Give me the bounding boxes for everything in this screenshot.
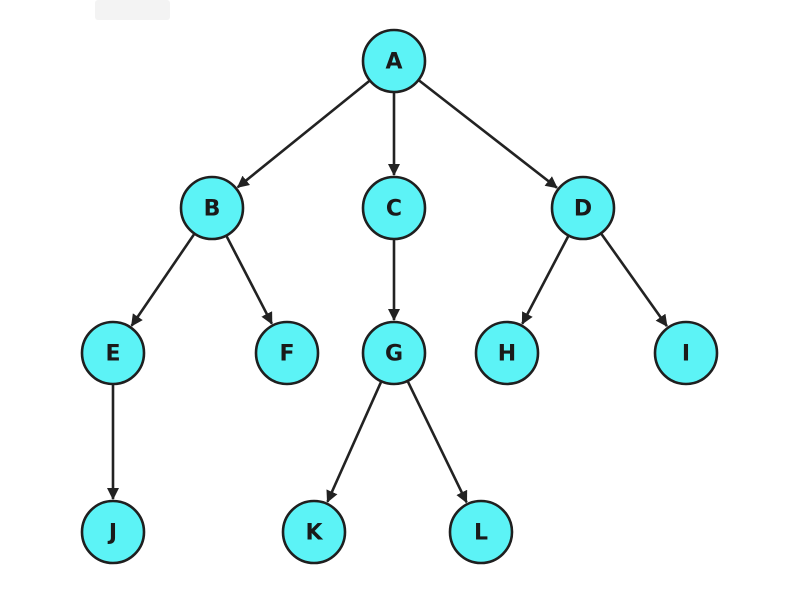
node-label-h: H xyxy=(498,342,516,367)
edge-b-e xyxy=(130,233,196,327)
node-circle-l xyxy=(448,499,514,565)
node-c: C xyxy=(361,175,427,241)
node-g: G xyxy=(361,320,427,386)
node-circle-a xyxy=(361,28,427,94)
node-label-i: I xyxy=(682,342,690,367)
edge-d-h xyxy=(521,235,570,325)
node-b: B xyxy=(179,175,245,241)
node-label-a: A xyxy=(385,50,402,75)
node-l: L xyxy=(448,499,514,565)
node-d: D xyxy=(550,175,616,241)
node-h: H xyxy=(474,320,540,386)
node-circle-i xyxy=(653,320,719,386)
node-circle-j xyxy=(80,499,146,565)
node-label-j: J xyxy=(107,521,117,546)
node-label-c: C xyxy=(386,197,402,222)
edge-b-f xyxy=(225,235,273,325)
node-label-k: K xyxy=(305,521,323,546)
node-circle-e xyxy=(80,320,146,386)
node-circle-d xyxy=(550,175,616,241)
node-label-g: G xyxy=(385,342,403,367)
edges-layer xyxy=(107,79,668,504)
node-circle-g xyxy=(361,320,427,386)
node-k: K xyxy=(281,499,347,565)
edge-a-d xyxy=(418,79,558,189)
node-f: F xyxy=(254,320,320,386)
node-label-l: L xyxy=(474,521,488,546)
node-label-f: F xyxy=(279,342,294,367)
edge-g-l xyxy=(406,381,468,504)
node-j: J xyxy=(80,499,146,565)
node-circle-f xyxy=(254,320,320,386)
node-circle-k xyxy=(281,499,347,565)
watermark xyxy=(95,0,170,20)
node-i: I xyxy=(653,320,719,386)
node-circle-b xyxy=(179,175,245,241)
edge-a-b xyxy=(236,80,370,189)
edge-d-i xyxy=(600,233,668,327)
node-e: E xyxy=(80,320,146,386)
node-label-d: D xyxy=(574,197,592,222)
nodes-layer: A B C D E F G H I J K L xyxy=(80,28,719,565)
edge-g-k xyxy=(326,381,383,503)
node-label-e: E xyxy=(105,342,120,367)
node-a: A xyxy=(361,28,427,94)
node-circle-h xyxy=(474,320,540,386)
node-circle-c xyxy=(361,175,427,241)
node-label-b: B xyxy=(204,197,221,222)
